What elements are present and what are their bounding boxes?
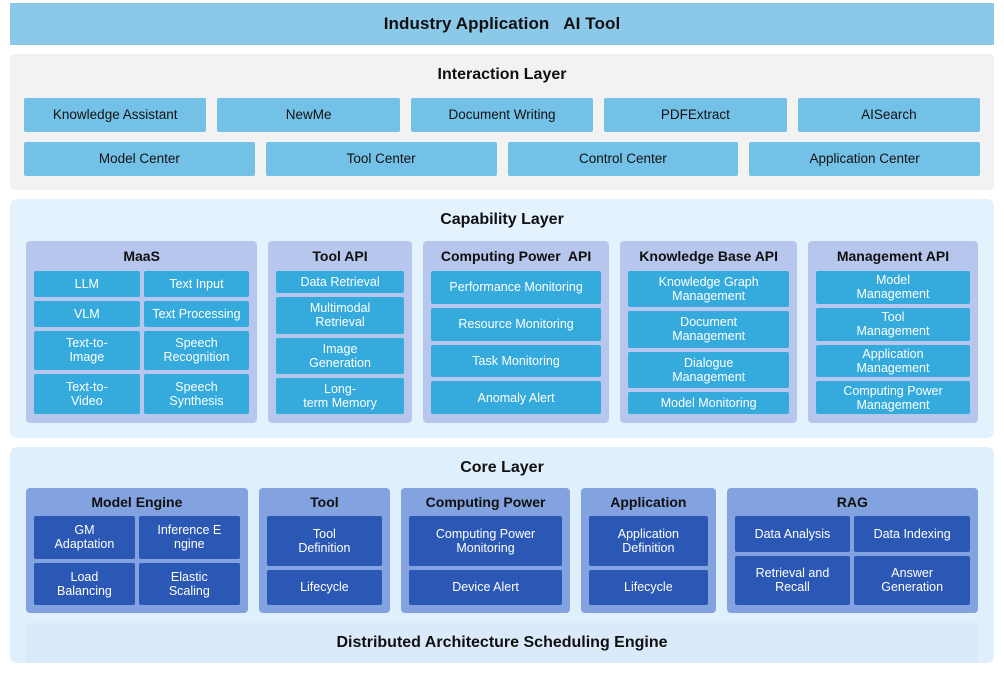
capability-tile-resource-monitoring[interactable]: Resource Monitoring xyxy=(430,307,602,341)
capability-tile-speech-synthesis[interactable]: Speech Synthesis xyxy=(143,374,250,414)
capability-tile-vlm[interactable]: VLM xyxy=(34,300,140,327)
capability-tile-computing-power-management[interactable]: Computing Power Management xyxy=(815,381,970,414)
core-group-title-computing-power: Computing Power xyxy=(425,494,546,510)
core-tile-data-indexing[interactable]: Data Indexing xyxy=(854,516,970,552)
interaction-chip-document-writing[interactable]: Document Writing xyxy=(410,98,594,132)
interaction-layer-title: Interaction Layer xyxy=(437,66,567,83)
interaction-chip-tool-center[interactable]: Tool Center xyxy=(265,142,497,176)
core-group-title-application: Application xyxy=(610,494,687,510)
top-banner: Industry Application AI Tool xyxy=(10,3,994,45)
interaction-chip-model-center[interactable]: Model Center xyxy=(24,142,255,176)
capability-tile-text-to-video[interactable]: Text-to- Video xyxy=(34,374,140,414)
capability-group-title-knowledge-base-api: Knowledge Base API xyxy=(639,248,779,264)
interaction-chip-pdfextract[interactable]: PDFExtract xyxy=(604,98,787,132)
capability-tile-anomaly-alert[interactable]: Anomaly Alert xyxy=(430,381,602,414)
capability-tile-application-management[interactable]: Application Management xyxy=(815,344,970,378)
capability-tile-image-generation[interactable]: Image Generation xyxy=(276,337,404,374)
capability-group-computing-power-api: Computing Power API Performance Monitorin… xyxy=(422,241,610,423)
core-group-title-rag: RAG xyxy=(836,494,868,510)
capability-tile-llm[interactable]: LLM xyxy=(34,271,140,297)
capability-tile-knowledge-graph-management[interactable]: Knowledge Graph Management xyxy=(628,271,789,308)
capability-tile-task-monitoring[interactable]: Task Monitoring xyxy=(430,344,602,378)
capability-tile-text-to-image[interactable]: Text-to- Image xyxy=(34,330,140,371)
core-tile-computing-power-monitoring[interactable]: Computing Power Monitoring xyxy=(409,516,563,566)
core-tile-answer-generation[interactable]: Answer Generation xyxy=(854,555,970,606)
capability-group-title-computing-power-api: Computing Power API xyxy=(440,248,592,264)
core-tile-elastic-scaling[interactable]: Elastic Scaling xyxy=(138,562,240,606)
interaction-layer-row-2: Model Center Tool Center Control Center App… xyxy=(24,142,980,176)
core-tile-retrieval-and-recall[interactable]: Retrieval and Recall xyxy=(734,555,851,606)
capability-group-knowledge-base-api: Knowledge Base API Knowledge Graph Manage… xyxy=(620,241,797,423)
capability-tile-model-monitoring[interactable]: Model Monitoring xyxy=(628,391,789,414)
capability-tile-data-retrieval[interactable]: Data Retrieval xyxy=(276,271,404,294)
core-tile-load-balancing[interactable]: Load Balancing xyxy=(34,562,135,606)
interaction-layer-row-1: Knowledge Assistant NewMe Document Writing… xyxy=(24,98,981,132)
interaction-layer-panel: Interaction Layer Knowledge Assistant New… xyxy=(10,54,994,190)
core-tile-inference-e-ngine[interactable]: Inference E ngine xyxy=(138,516,240,559)
capability-group-title-tool-api: Tool API xyxy=(312,248,368,264)
interaction-chip-aisearch[interactable]: AISearch xyxy=(797,98,981,132)
core-tile-device-alert[interactable]: Device Alert xyxy=(409,569,563,606)
capability-tile-performance-monitoring[interactable]: Performance Monitoring xyxy=(430,271,602,304)
capability-tile-multimodal-retrieval[interactable]: Multimodal Retrieval xyxy=(276,297,404,334)
capability-tile-model-management[interactable]: Model Management xyxy=(815,271,970,304)
core-tile-data-analysis[interactable]: Data Analysis xyxy=(734,516,851,552)
interaction-chip-control-center[interactable]: Control Center xyxy=(507,142,739,176)
interaction-chip-application-center[interactable]: Application Center xyxy=(749,142,980,176)
core-tile-lifecycle[interactable]: Lifecycle xyxy=(266,569,382,606)
capability-tile-tool-management[interactable]: Tool Management xyxy=(815,307,970,341)
core-layer-title: Core Layer xyxy=(460,459,544,476)
core-group-title-model-engine: Model Engine xyxy=(91,494,183,510)
capability-tile-dialogue-management[interactable]: Dialogue Management xyxy=(628,351,789,388)
capability-tile-speech-recognition[interactable]: Speech Recognition xyxy=(143,330,250,371)
scheduling-engine-label: Distributed Architecture Scheduling Engi… xyxy=(336,634,668,652)
interaction-chip-knowledge-assistant[interactable]: Knowledge Assistant xyxy=(24,98,207,132)
core-tile-application-definition[interactable]: Application Definition xyxy=(589,516,708,566)
interaction-chip-newme[interactable]: NewMe xyxy=(217,98,400,132)
capability-tile-text-input[interactable]: Text Input xyxy=(143,271,250,297)
core-group-title-tool: Tool xyxy=(310,494,339,510)
capability-tile-text-processing[interactable]: Text Processing xyxy=(143,300,250,327)
capability-tile-long-term-memory[interactable]: Long- term Memory xyxy=(276,377,404,414)
capability-tile-document-management[interactable]: Document Management xyxy=(628,311,789,348)
core-tile-tool-definition[interactable]: Tool Definition xyxy=(266,516,382,566)
capability-group-title-maas: MaaS xyxy=(123,248,160,264)
core-tile-gm-adaptation[interactable]: GM Adaptation xyxy=(34,516,135,559)
capability-group-title-management-api: Management API xyxy=(836,248,950,264)
scheduling-engine-bar: Distributed Architecture Scheduling Engi… xyxy=(26,623,978,663)
top-banner-title: Industry Application AI Tool xyxy=(383,14,621,33)
core-tile-lifecycle[interactable]: Lifecycle xyxy=(589,569,708,606)
capability-layer-title: Capability Layer xyxy=(440,211,564,228)
